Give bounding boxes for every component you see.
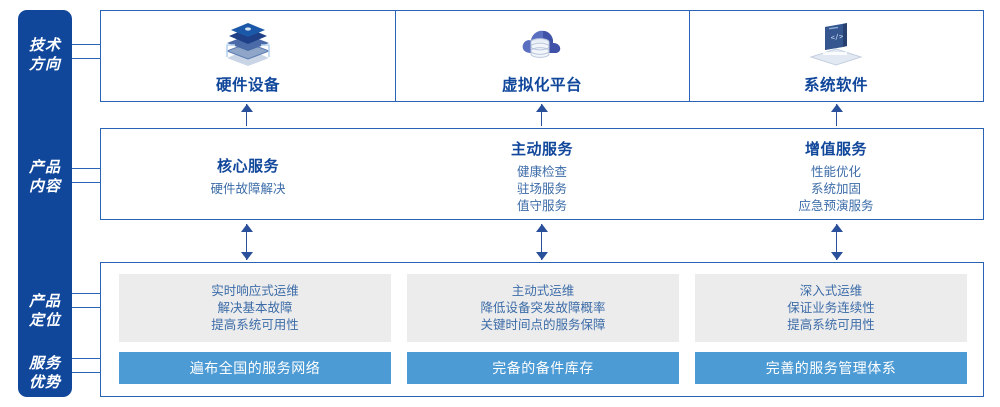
- arrow-head-down: [831, 252, 843, 260]
- arrow-tech-to-content-col2: [535, 104, 549, 126]
- tech-column-hardware[interactable]: 硬件设备: [101, 11, 395, 101]
- rail-label-line2: 定位: [28, 312, 61, 329]
- content-item: 系统加固: [810, 181, 861, 196]
- connector-position-top: [72, 293, 101, 294]
- positioning-line: 主动式运维: [511, 283, 575, 298]
- section-tech-direction: 硬件设备 虚拟化平台: [100, 10, 984, 102]
- arrow-shaft: [541, 224, 542, 260]
- connector-content-bottom: [72, 182, 101, 183]
- connector-advantage-top: [72, 358, 101, 359]
- arrow-shaft: [836, 224, 837, 260]
- positioning-card-2[interactable]: 主动式运维 降低设备突发故障概率 关键时间点的服务保障: [407, 274, 679, 342]
- arrow-content-to-bottom-col3: [830, 224, 844, 260]
- connector-advantage-bottom: [72, 372, 101, 373]
- arrow-content-to-bottom-col1: [240, 224, 254, 260]
- positioning-line: 保证业务连续性: [787, 300, 875, 315]
- content-title: 主动服务: [510, 140, 573, 158]
- connector-tech-bottom: [72, 58, 101, 59]
- arrow-head-up: [241, 104, 253, 112]
- content-column-core-service[interactable]: 核心服务 硬件故障解决: [101, 129, 395, 219]
- positioning-card-1[interactable]: 实时响应式运维 解决基本故障 提高系统可用性: [119, 274, 391, 342]
- bottom-column-3: 深入式运维 保证业务连续性 提高系统可用性 完善的服务管理体系: [695, 263, 967, 396]
- content-item: 值守服务: [516, 198, 567, 213]
- arrow-tech-to-content-col1: [240, 104, 254, 126]
- positioning-line: 实时响应式运维: [211, 283, 299, 298]
- section-positioning-advantages: 实时响应式运维 解决基本故障 提高系统可用性 遍布全国的服务网络 主动式运维 降…: [100, 262, 984, 397]
- arrow-head-down: [536, 252, 548, 260]
- rail-label-line1: 服务: [28, 355, 61, 372]
- tech-column-system-software[interactable]: </> 系统软件: [689, 11, 983, 101]
- tech-title: 硬件设备: [215, 77, 280, 94]
- advantage-bar-2[interactable]: 完备的备件库存: [407, 352, 679, 384]
- positioning-line: 解决基本故障: [217, 300, 293, 315]
- positioning-line: 提高系统可用性: [787, 317, 875, 332]
- category-rail: 技术 方向 产品 内容 产品 定位 服务 优势: [18, 10, 72, 397]
- section-product-content: 核心服务 硬件故障解决 主动服务 健康检查 驻场服务 值守服务 增值服务 性能优…: [100, 128, 984, 220]
- rail-label-line1: 产品: [28, 159, 61, 176]
- rail-label-tech-direction: 技术 方向: [18, 36, 72, 74]
- server-stack-icon: [221, 17, 275, 67]
- rail-label-product-position: 产品 定位: [18, 292, 72, 330]
- arrow-content-to-bottom-col2: [535, 224, 549, 260]
- arrow-shaft: [541, 104, 542, 126]
- positioning-line: 关键时间点的服务保障: [480, 317, 606, 332]
- laptop-code-icon: </>: [807, 17, 865, 67]
- content-item: 驻场服务: [516, 181, 567, 196]
- positioning-line: 深入式运维: [799, 283, 863, 298]
- arrow-head-up: [536, 104, 548, 112]
- arrow-head-up: [831, 224, 843, 232]
- content-item: 应急预演服务: [798, 198, 874, 213]
- connector-tech-top: [72, 44, 101, 45]
- advantage-bar-1[interactable]: 遍布全国的服务网络: [119, 352, 391, 384]
- content-column-proactive-service[interactable]: 主动服务 健康检查 驻场服务 值守服务: [395, 129, 689, 219]
- tech-title: 虚拟化平台: [501, 77, 582, 94]
- bottom-column-2: 主动式运维 降低设备突发故障概率 关键时间点的服务保障 完备的备件库存: [407, 263, 679, 396]
- column-divider: [688, 11, 690, 101]
- advantage-bar-3[interactable]: 完善的服务管理体系: [695, 352, 967, 384]
- rail-label-line1: 技术: [28, 37, 61, 54]
- positioning-line: 提高系统可用性: [211, 317, 299, 332]
- content-title: 核心服务: [216, 157, 279, 175]
- arrow-head-up: [536, 224, 548, 232]
- rail-label-line2: 内容: [28, 178, 61, 195]
- connector-content-top: [72, 168, 101, 169]
- content-title: 增值服务: [804, 140, 867, 158]
- arrow-head-up: [831, 104, 843, 112]
- arrow-shaft: [836, 104, 837, 126]
- cloud-database-icon: [515, 17, 569, 67]
- arrow-tech-to-content-col3: [830, 104, 844, 126]
- column-divider: [394, 11, 396, 101]
- rail-label-line2: 方向: [28, 56, 61, 73]
- bottom-column-1: 实时响应式运维 解决基本故障 提高系统可用性 遍布全国的服务网络: [119, 263, 391, 396]
- tech-column-virtualization[interactable]: 虚拟化平台: [395, 11, 689, 101]
- positioning-card-3[interactable]: 深入式运维 保证业务连续性 提高系统可用性: [695, 274, 967, 342]
- arrow-shaft: [246, 224, 247, 260]
- content-item: 硬件故障解决: [210, 181, 286, 196]
- rail-label-line1: 产品: [28, 293, 61, 310]
- content-item: 健康检查: [516, 164, 567, 179]
- content-column-value-added-service[interactable]: 增值服务 性能优化 系统加固 应急预演服务: [689, 129, 983, 219]
- rail-label-service-advantage: 服务 优势: [18, 354, 72, 392]
- arrow-head-down: [241, 252, 253, 260]
- content-item: 性能优化: [810, 164, 861, 179]
- svg-text:</>: </>: [830, 32, 844, 42]
- arrow-head-up: [241, 224, 253, 232]
- rail-label-line2: 优势: [28, 374, 61, 391]
- arrow-shaft: [246, 104, 247, 126]
- connector-position-bottom: [72, 307, 101, 308]
- positioning-line: 降低设备突发故障概率: [480, 300, 606, 315]
- rail-label-product-content: 产品 内容: [18, 158, 72, 196]
- tech-title: 系统软件: [803, 77, 868, 94]
